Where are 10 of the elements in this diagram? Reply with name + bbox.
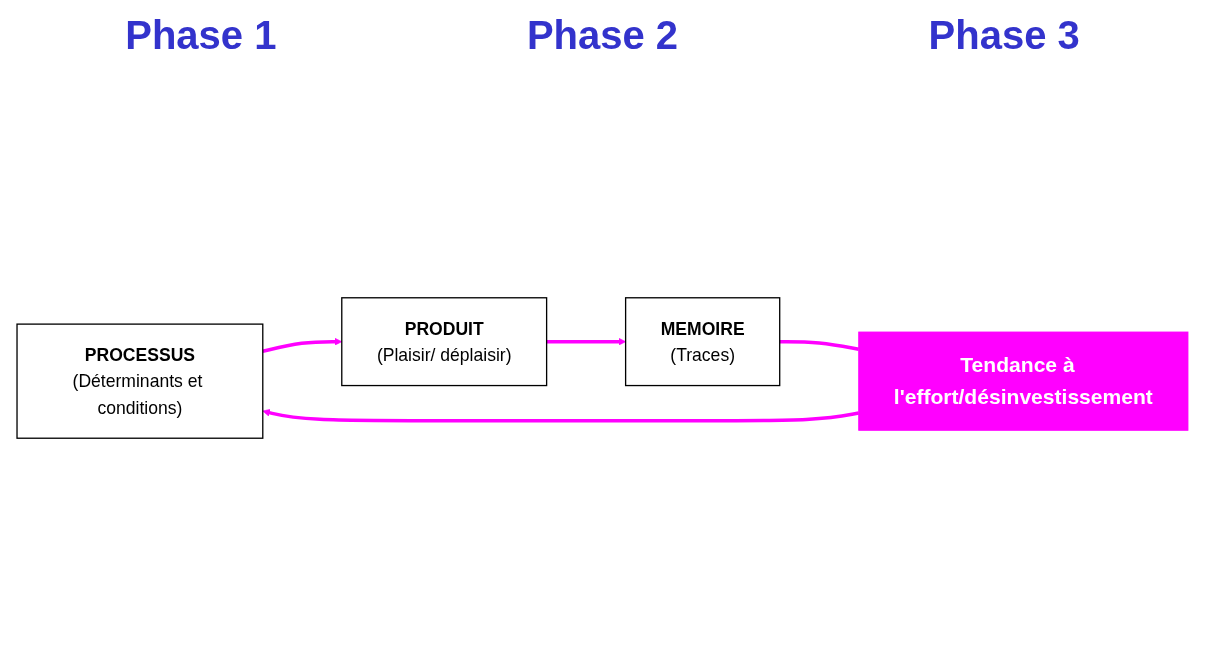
node-box: MEMOIRE (Traces)	[624, 296, 781, 386]
node-box: PROCESSUS (Déterminants et conditions)	[16, 322, 264, 439]
phase-heading: Phase 2	[526, 12, 679, 58]
arrow	[546, 337, 626, 346]
arrow	[262, 408, 860, 422]
node-box: PRODUIT (Plaisir/ déplaisir)	[341, 296, 548, 386]
connector	[779, 339, 860, 351]
phase-heading: Phase 3	[928, 12, 1080, 58]
node-box: Tendance à l'effort/désinvestissement	[858, 331, 1189, 431]
phase-heading: Phase 1	[125, 12, 277, 58]
